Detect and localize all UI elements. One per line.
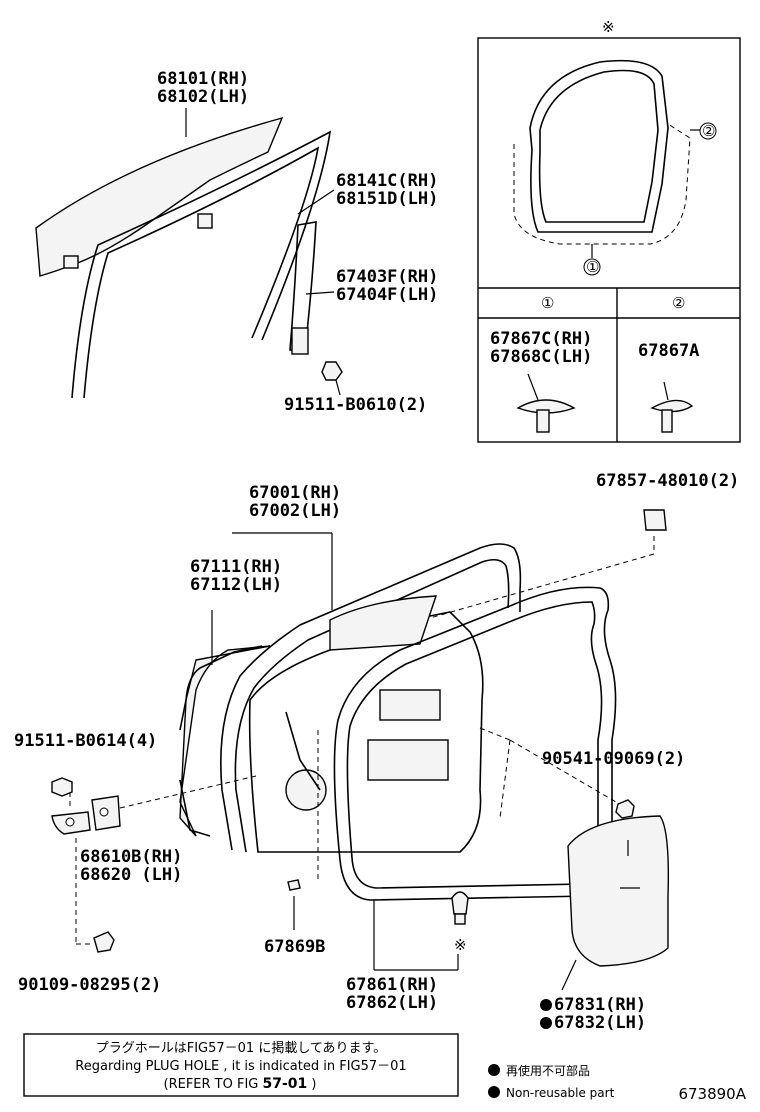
- label-frame-sub: 67403F(RH) 67404F(LH): [336, 267, 438, 305]
- inset-col1-head: ①: [541, 294, 554, 312]
- label-bolt-hinge: 91511-B0614(4): [14, 731, 157, 751]
- label-bolt-bottom: 90109-08295(2): [18, 975, 161, 995]
- svg-text:(REFER TO FIG 57-01 ): (REFER TO FIG 57-01 ): [164, 1076, 317, 1092]
- svg-text:プラグホールはFIG57－01 に掲載してあります。: プラグホールはFIG57－01 に掲載してあります。: [96, 1040, 387, 1056]
- inset-col1-rh: 67867C(RH): [490, 329, 592, 349]
- door-hinge: [51, 795, 121, 835]
- svg-text:67404F(LH): 67404F(LH): [336, 285, 438, 305]
- bolt-bottom-icon: [93, 931, 115, 953]
- clip-bottom-icon: [451, 891, 469, 925]
- label-clip-b: 67869B: [264, 937, 325, 957]
- inset-col2-head: ②: [672, 294, 685, 312]
- inset-col1-lh: 67868C(LH): [490, 347, 592, 367]
- label-cover-rh: 67831(RH): [554, 995, 646, 1015]
- svg-text:68151D(LH): 68151D(LH): [336, 189, 438, 209]
- door-outer-panel: [179, 645, 271, 837]
- weatherstrip-clip-inset: [477, 37, 741, 443]
- plug-hole-note: プラグホールはFIG57－01 に掲載してあります。 Regarding PLU…: [23, 1033, 459, 1097]
- inset-top-mark: ※: [602, 18, 615, 36]
- legend-dot-icon: [488, 1086, 500, 1098]
- non-reusable-dot-icon: [540, 999, 552, 1011]
- label-pad: 67857-48010(2): [596, 471, 739, 491]
- inset-col2-part: 67867A: [638, 341, 699, 361]
- label-cover-lh: 67832(LH): [554, 1013, 646, 1033]
- legend-dot-icon: [488, 1064, 500, 1076]
- svg-text:Regarding PLUG HOLE , it is: Regarding PLUG HOLE , it is indicated in…: [75, 1059, 406, 1074]
- label-hinge-lh: 68620 (LH): [80, 865, 182, 885]
- non-reusable-dot-icon: [540, 1017, 552, 1029]
- label-glass: 68101(RH) 68102(LH): [157, 69, 249, 107]
- svg-text:68102(LH): 68102(LH): [157, 87, 249, 107]
- glass-run-channel: [71, 130, 332, 399]
- label-panel-lh: 67002(LH): [249, 501, 341, 521]
- door-trim-cover: [567, 815, 670, 967]
- inset-callout-2: ②: [702, 122, 715, 140]
- clip-side-icon: [615, 799, 635, 819]
- diagram-code: 673890A: [678, 1085, 746, 1103]
- bolt-top-icon: [321, 361, 343, 381]
- label-outer-rh: 67111(RH): [190, 557, 282, 577]
- bolt-hinge-icon: [51, 777, 73, 797]
- svg-text:Non-reusable part: Non-reusable part: [506, 1086, 615, 1100]
- svg-text:67403F(RH): 67403F(RH): [336, 267, 438, 287]
- clip-bottom-mark: ※: [454, 936, 467, 954]
- svg-text:再使用不可部品: 再使用不可部品: [506, 1063, 590, 1078]
- svg-text:68101(RH): 68101(RH): [157, 69, 249, 89]
- label-bolt-top: 91511-B0610(2): [284, 395, 427, 415]
- svg-text:68141C(RH): 68141C(RH): [336, 171, 438, 191]
- label-weatherstrip-lh: 67862(LH): [346, 993, 438, 1013]
- frame-sub-assembly: [289, 221, 317, 355]
- legend: 再使用不可部品 Non-reusable part: [488, 1063, 615, 1100]
- label-clip-side: 90541-09069(2): [542, 749, 685, 769]
- pad-icon: [643, 509, 667, 531]
- label-weatherstrip-rh: 67861(RH): [346, 975, 438, 995]
- label-panel-rh: 67001(RH): [249, 483, 341, 503]
- label-outer-lh: 67112(LH): [190, 575, 282, 595]
- label-run-channel: 68141C(RH) 68151D(LH): [336, 171, 438, 209]
- inset-callout-1: ①: [586, 258, 599, 276]
- clip-b-icon: [287, 879, 301, 891]
- label-hinge-rh: 68610B(RH): [80, 847, 182, 867]
- door-panel-frame: [220, 543, 522, 853]
- door-glass: [35, 116, 284, 277]
